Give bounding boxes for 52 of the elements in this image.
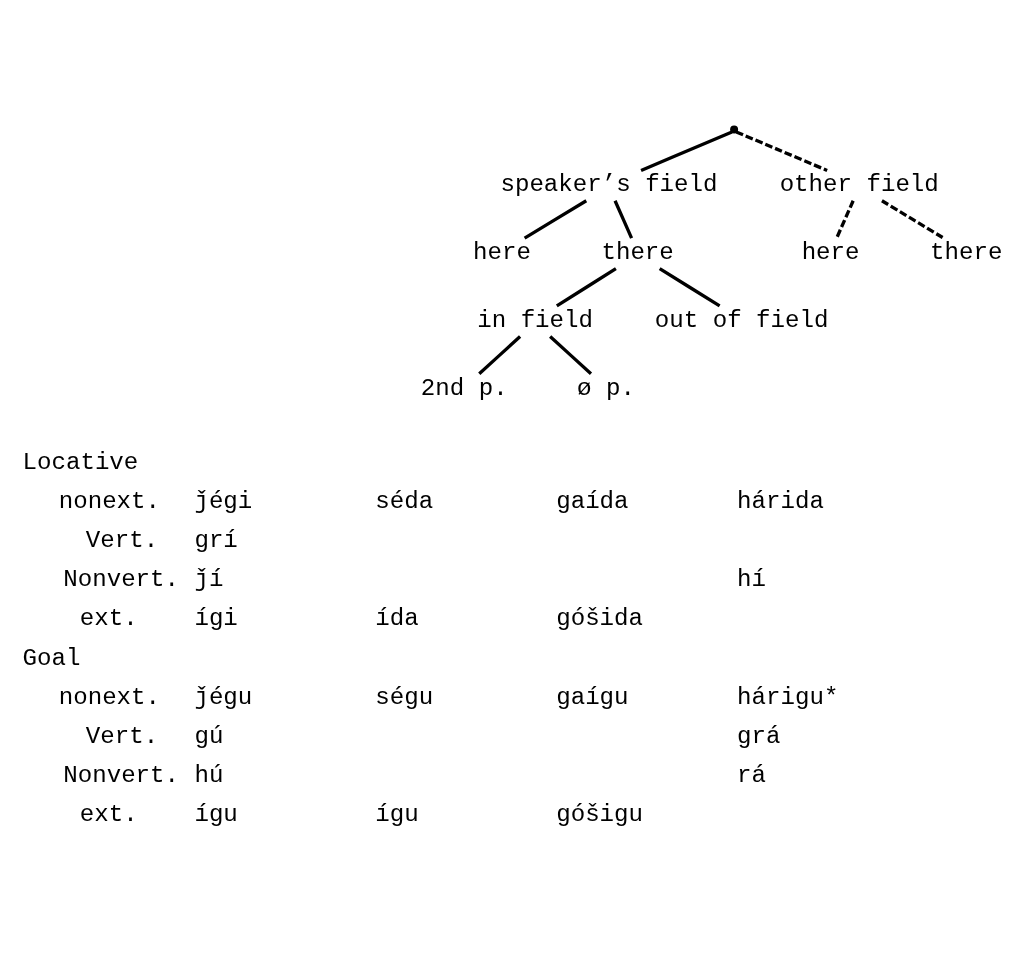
node-text: there (600, 238, 674, 266)
label: ext. (79, 604, 138, 632)
connector (880, 198, 944, 240)
node-text: here (472, 238, 531, 266)
label: hárida (736, 487, 824, 515)
label: gaída (555, 487, 629, 515)
label: ída (374, 604, 419, 632)
connector (658, 266, 720, 307)
label: hú (193, 761, 223, 789)
node-text: other field (779, 170, 939, 198)
label: gú (193, 722, 223, 750)
label: Goal (22, 644, 80, 672)
node-text: there (929, 238, 1002, 266)
label: ígi (193, 604, 238, 632)
label: grá (736, 722, 781, 750)
connector (548, 334, 592, 375)
node-text: 2nd p. (420, 374, 508, 402)
label: Nonvert. (62, 761, 179, 789)
connector (477, 334, 521, 375)
label: Nonvert. (62, 565, 179, 593)
label: séda (374, 487, 433, 515)
label: Vert. (85, 526, 158, 554)
label: ǰégu (193, 683, 252, 711)
label: ígu (193, 800, 238, 828)
label: ségu (374, 683, 433, 711)
label: Vert. (85, 722, 158, 750)
label: ext. (79, 800, 138, 828)
node-point (729, 125, 738, 133)
connector (523, 198, 587, 240)
label: nonext. (58, 487, 160, 515)
label: nonext. (58, 683, 160, 711)
node-text: here (801, 238, 860, 266)
label: ǰégi (193, 487, 252, 515)
node-text: ø p. (576, 374, 635, 402)
label: grí (193, 526, 238, 554)
label: góšida (555, 604, 643, 632)
label: ígu (374, 800, 419, 828)
node-text: out of field (654, 306, 828, 334)
connector (613, 199, 633, 239)
connector (735, 129, 828, 172)
node-text: in field (476, 306, 593, 334)
label: ǰí (193, 565, 223, 593)
node-text: speaker’s field (499, 170, 717, 198)
label: hí (736, 565, 766, 593)
connector (834, 199, 855, 239)
label: Locative (22, 448, 138, 476)
label: rá (736, 761, 766, 789)
connector (639, 129, 733, 172)
label: gaígu (555, 683, 629, 711)
label: hárigu* (736, 683, 838, 711)
label: góšigu (555, 800, 643, 828)
connector (555, 266, 617, 307)
